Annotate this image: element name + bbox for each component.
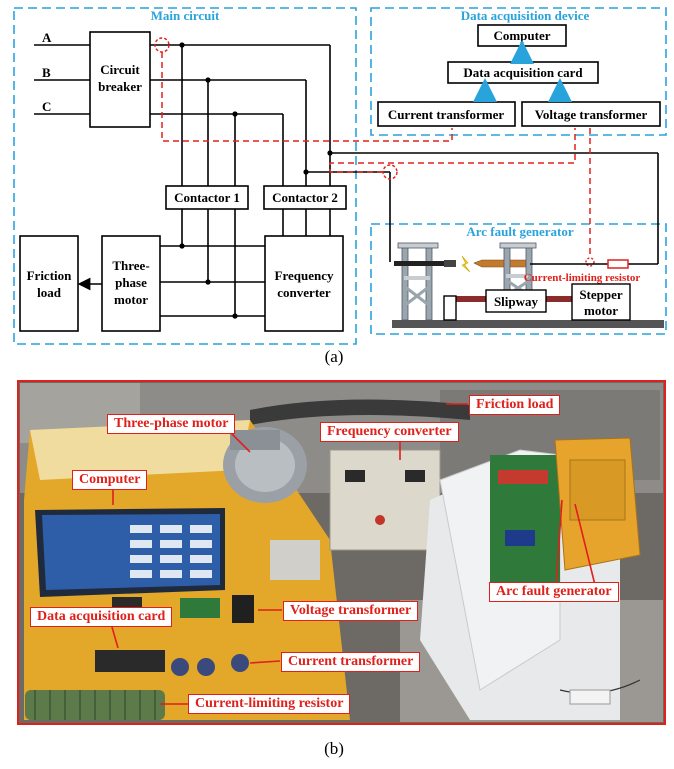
caption-a: (a) [325,347,344,366]
motor-line2: phase [115,275,147,290]
contactor1-label: Contactor 1 [174,190,240,205]
label-voltage-transformer: Voltage transformer [283,601,418,621]
label-data-acquisition-card: Data acquisition card [30,607,172,627]
voltage-transformer-label: Voltage transformer [535,107,648,122]
slipway-label: Slipway [494,294,539,309]
resistor-label: Current-limiting resistor [524,272,641,284]
converter-line2: converter [277,285,331,300]
stepper-line1: Stepper [579,287,623,302]
motor-line1: Three- [112,258,149,273]
current-transformer-label: Current transformer [388,107,505,122]
label-friction-load: Friction load [469,395,560,415]
label-arc-fault-generator: Arc fault generator [489,582,619,602]
friction-load-line1: Friction [27,268,73,283]
resistor-symbol [608,260,628,268]
phase-c-label: C [42,99,51,114]
main-circuit-title: Main circuit [151,8,220,23]
label-three-phase-motor: Three-phase motor [107,414,235,434]
friction-load-line2: load [37,285,62,300]
daq-card-label: Data acquisition card [463,65,583,80]
circuit-breaker-line1: Circuit [100,62,140,77]
arc-title: Arc fault generator [466,224,574,239]
label-current-transformer: Current transformer [281,652,420,672]
motor-line3: motor [114,292,148,307]
phase-b-label: B [42,65,51,80]
label-frequency-converter: Frequency converter [320,422,459,442]
caption-b: (b) [324,739,344,758]
circuit-breaker-line2: breaker [98,79,142,94]
daq-title: Data acquisition device [461,8,590,23]
converter-line1: Frequency [275,268,334,283]
friction-load-box [20,236,78,331]
computer-label: Computer [493,28,550,43]
stepper-line2: motor [584,303,618,318]
converter-box [265,236,343,331]
phase-a-label: A [42,30,52,45]
contactor2-label: Contactor 2 [272,190,338,205]
label-computer: Computer [72,470,147,490]
label-current-limiting-resistor: Current-limiting resistor [188,694,350,714]
